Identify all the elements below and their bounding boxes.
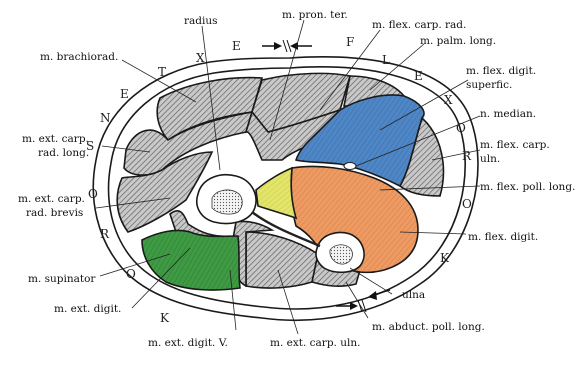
label-ext-digit-v: m. ext. digit. V. [148,337,228,349]
label-supinator: m. supinator [28,273,96,285]
label-ext-digit: m. ext. digit. [54,303,121,315]
svg-text:F: F [346,35,354,49]
svg-text:O: O [456,121,466,135]
label-ext-carp-rad-brevis-2: rad. brevis [26,207,83,219]
svg-text:E: E [120,87,129,101]
svg-text:R: R [100,227,110,241]
svg-text:E: E [414,69,423,83]
svg-text:O: O [462,197,472,211]
radius-marrow [212,190,242,214]
label-flex-poll-long: m. flex. poll. long. [480,181,575,193]
median-nerve [344,163,356,170]
label-flex-digit-superfic-1: m. flex. digit. [466,65,536,77]
label-abduct-poll-long: m. abduct. poll. long. [372,321,485,333]
label-ext-carp-rad-long-1: m. ext. carp. [22,133,89,145]
label-flex-digit-superfic-2: superfic. [466,79,512,91]
svg-text:K: K [440,251,450,265]
svg-text:X: X [196,51,205,65]
label-flex-digit: m. flex. digit. [468,231,538,243]
svg-text:K: K [160,311,170,325]
label-ext-carp-uln: m. ext. carp. uln. [270,337,360,349]
svg-text:O: O [88,187,98,201]
label-pron-ter: m. pron. ter. [282,9,348,21]
label-brachiorad: m. brachiorad. [40,51,118,63]
label-ext-carp-rad-brevis-1: m. ext. carp. [18,193,85,205]
svg-text:N: N [100,111,111,125]
label-flex-carp-uln-2: uln. [480,153,500,165]
label-n-median: n. median. [480,108,536,120]
label-radius: radius [184,15,218,27]
label-ext-carp-rad-long-2: rad. long. [38,147,89,159]
label-ulna: ulna [402,289,425,301]
svg-text:E: E [232,39,241,53]
compartment-arrow-top [262,40,312,52]
svg-text:T: T [158,65,166,79]
svg-text:L: L [382,53,390,67]
svg-text:X: X [444,93,453,107]
label-flex-carp-rad: m. flex. carp. rad. [372,19,466,31]
svg-text:R: R [462,149,472,163]
label-flex-carp-uln-1: m. flex. carp. [480,139,550,151]
svg-text:O: O [126,267,136,281]
label-palm-long: m. palm. long. [420,35,496,47]
